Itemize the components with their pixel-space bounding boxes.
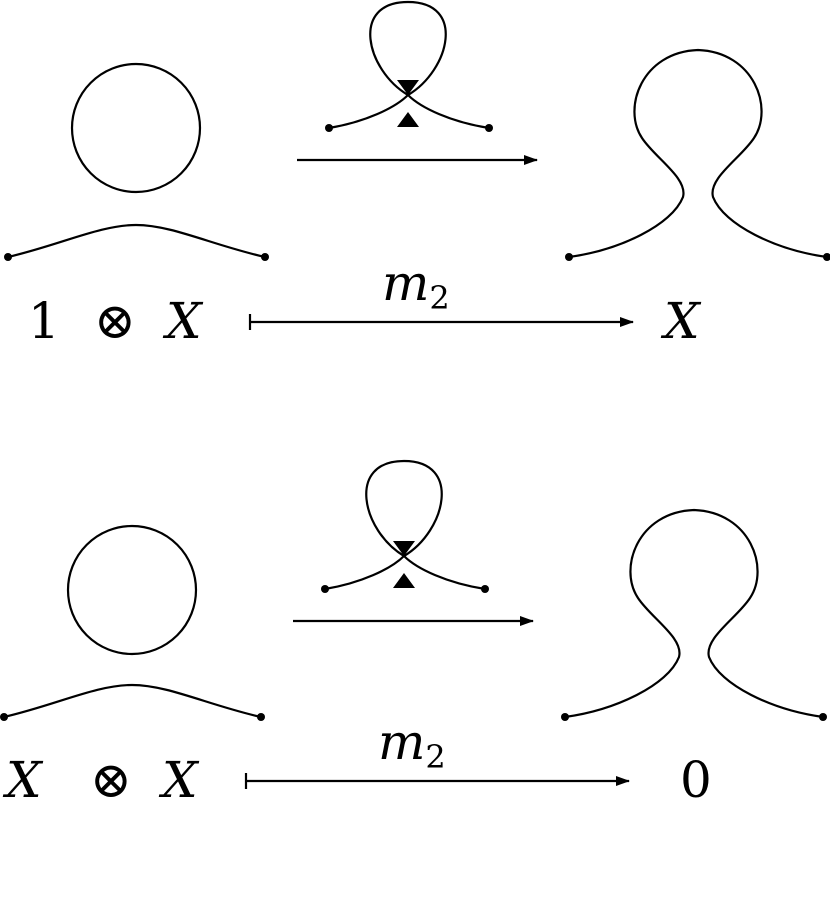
source-right-term: X (162, 751, 198, 809)
saddle-marker-bottom (397, 112, 419, 127)
target-curve-1 (565, 48, 830, 261)
target-curve-2 (561, 508, 827, 721)
diagram-1 (4, 0, 830, 330)
target-term: 0 (680, 751, 712, 809)
saddle-icon-1 (325, 0, 493, 132)
source-circle-and-arc-1 (4, 62, 269, 261)
saddle-icon-2 (321, 459, 489, 593)
endpoint-dot (257, 713, 265, 721)
circle-component (70, 62, 202, 194)
source-left-term: 1 (28, 292, 60, 350)
arc-component (3, 683, 262, 719)
saddle-marker-top (393, 541, 415, 556)
endpoint-dot (4, 253, 12, 261)
map-label-var: m (382, 254, 430, 312)
map-label: m2 (382, 258, 450, 314)
diagram-2 (0, 459, 827, 789)
saddle-marker-top (397, 80, 419, 95)
map-label: m2 (378, 717, 446, 773)
source-left-term: X (6, 751, 42, 809)
map-label-subscript: 2 (429, 279, 450, 317)
tensor-symbol: ⊗ (94, 292, 136, 350)
saddle-marker-bottom (393, 573, 415, 588)
target-term: X (664, 292, 700, 350)
source-right-term: X (166, 292, 202, 350)
circle-component (66, 524, 198, 656)
map-label-var: m (378, 713, 426, 771)
map-label-subscript: 2 (425, 738, 446, 776)
source-circle-and-arc-2 (0, 524, 265, 721)
endpoint-dot (261, 253, 269, 261)
tensor-symbol: ⊗ (90, 751, 132, 809)
arc-component (7, 223, 266, 259)
endpoint-dot (0, 713, 8, 721)
